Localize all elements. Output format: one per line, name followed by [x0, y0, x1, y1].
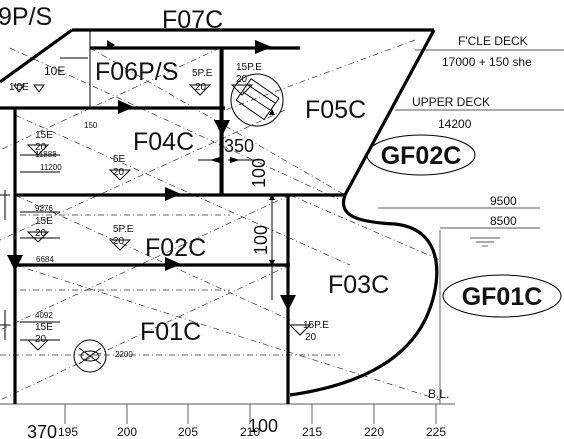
- dimension-2200: 2200: [115, 350, 133, 359]
- deck-height-fcle: 17000 + 150 she: [442, 55, 532, 69]
- frame-numbers: 195 200 205 210 215 220 225: [58, 404, 446, 439]
- height-4092: 4092: [35, 311, 53, 320]
- compartment-f02c: F02C: [145, 234, 206, 262]
- dimension-100-mid: 100: [251, 225, 271, 255]
- compartment-f01c: F01C: [140, 318, 201, 346]
- tick-mark-icon: [107, 40, 115, 50]
- compartment-f03c: F03C: [328, 271, 389, 299]
- group-tank-gf01c: GF01C: [462, 283, 543, 311]
- stiffener-5pe-b: 5P.E: [113, 224, 134, 235]
- gf02c-ellipse: [366, 134, 476, 176]
- dimension-100-upper: 100: [249, 158, 269, 188]
- arrow-right-icon: [165, 257, 181, 271]
- stiffener-20-c: 20: [35, 228, 47, 239]
- stiffener-5pe-top: 5P.E: [192, 68, 213, 79]
- compartment-f06ps: F06P/S: [95, 58, 178, 86]
- frame-225: 225: [426, 425, 446, 439]
- compartment-f09ps-partial: 9P/S: [0, 3, 52, 31]
- deck-label-fcle: F'CLE DECK: [458, 34, 528, 48]
- height-11200: 11200: [40, 163, 62, 172]
- arrow-down-icon: [280, 295, 296, 311]
- stiffener-20-d: 20: [113, 236, 125, 247]
- dimension-150: 150: [84, 121, 98, 130]
- baseline-label: B.L.: [428, 387, 449, 401]
- frame-210: 210: [240, 425, 260, 439]
- height-6684: 6684: [36, 255, 54, 264]
- frame-200: 200: [117, 425, 137, 439]
- level-8500: 8500: [490, 214, 517, 228]
- frame-220: 220: [364, 425, 384, 439]
- arrow-down-icon: [214, 120, 230, 136]
- stiffener-20-top2: 20: [236, 74, 248, 85]
- stiffener-20-a: 20: [35, 142, 47, 153]
- dimension-370: 370: [27, 422, 57, 439]
- level-9500: 9500: [490, 194, 517, 208]
- manhole-icon: [73, 339, 107, 373]
- gf01c-ellipse: [442, 274, 562, 318]
- compartment-f07c: F07C: [162, 6, 223, 34]
- arrow-right-icon: [165, 187, 181, 201]
- stiffener-15pe-c: 15P.E: [303, 320, 329, 331]
- stiffener-15e-b: 15E: [35, 216, 53, 227]
- frame-215: 215: [302, 425, 322, 439]
- compartment-f04c: F04C: [133, 128, 194, 156]
- dimension-350: 350: [224, 136, 254, 156]
- stiffener-10e: 10E: [44, 64, 65, 78]
- construction-lines: [0, 39, 441, 401]
- stiffener-15pe-top: 15P.E: [236, 62, 262, 73]
- group-tank-gf02c: GF02C: [381, 142, 462, 170]
- frame-195: 195: [58, 425, 78, 439]
- stiffener-20-b: 20: [113, 167, 125, 178]
- deck-label-upper: UPPER DECK: [412, 95, 490, 109]
- stiffener-symbols: [13, 84, 312, 351]
- deck-height-upper: 14200: [438, 117, 472, 131]
- arrow-right-icon: [118, 100, 134, 114]
- arrow-down-icon: [7, 255, 23, 271]
- stiffener-20-f: 20: [305, 332, 317, 343]
- reference-lines: [0, 49, 564, 405]
- flow-arrows: [7, 40, 296, 311]
- dimension-markers: [0, 109, 275, 326]
- stiffener-1-0e: 1'0E: [9, 82, 29, 93]
- stiffener-5e-a: 5E: [113, 154, 126, 165]
- compartment-f05c: F05C: [305, 96, 366, 124]
- height-11888: 11888: [35, 150, 57, 159]
- stiffener-15e-a: 15E: [35, 130, 53, 141]
- access-hatch-icon: [230, 73, 284, 127]
- stiffener-20-top: 20: [195, 82, 207, 93]
- frame-205: 205: [178, 425, 198, 439]
- stiffener-15e-c: 15E: [35, 322, 53, 333]
- arrow-right-icon: [255, 40, 272, 54]
- stiffener-20-e: 20: [35, 334, 47, 345]
- bulkhead-lines: [0, 28, 439, 404]
- dimension-100-bottom: 100: [248, 416, 278, 436]
- height-9276: 9276: [35, 204, 53, 213]
